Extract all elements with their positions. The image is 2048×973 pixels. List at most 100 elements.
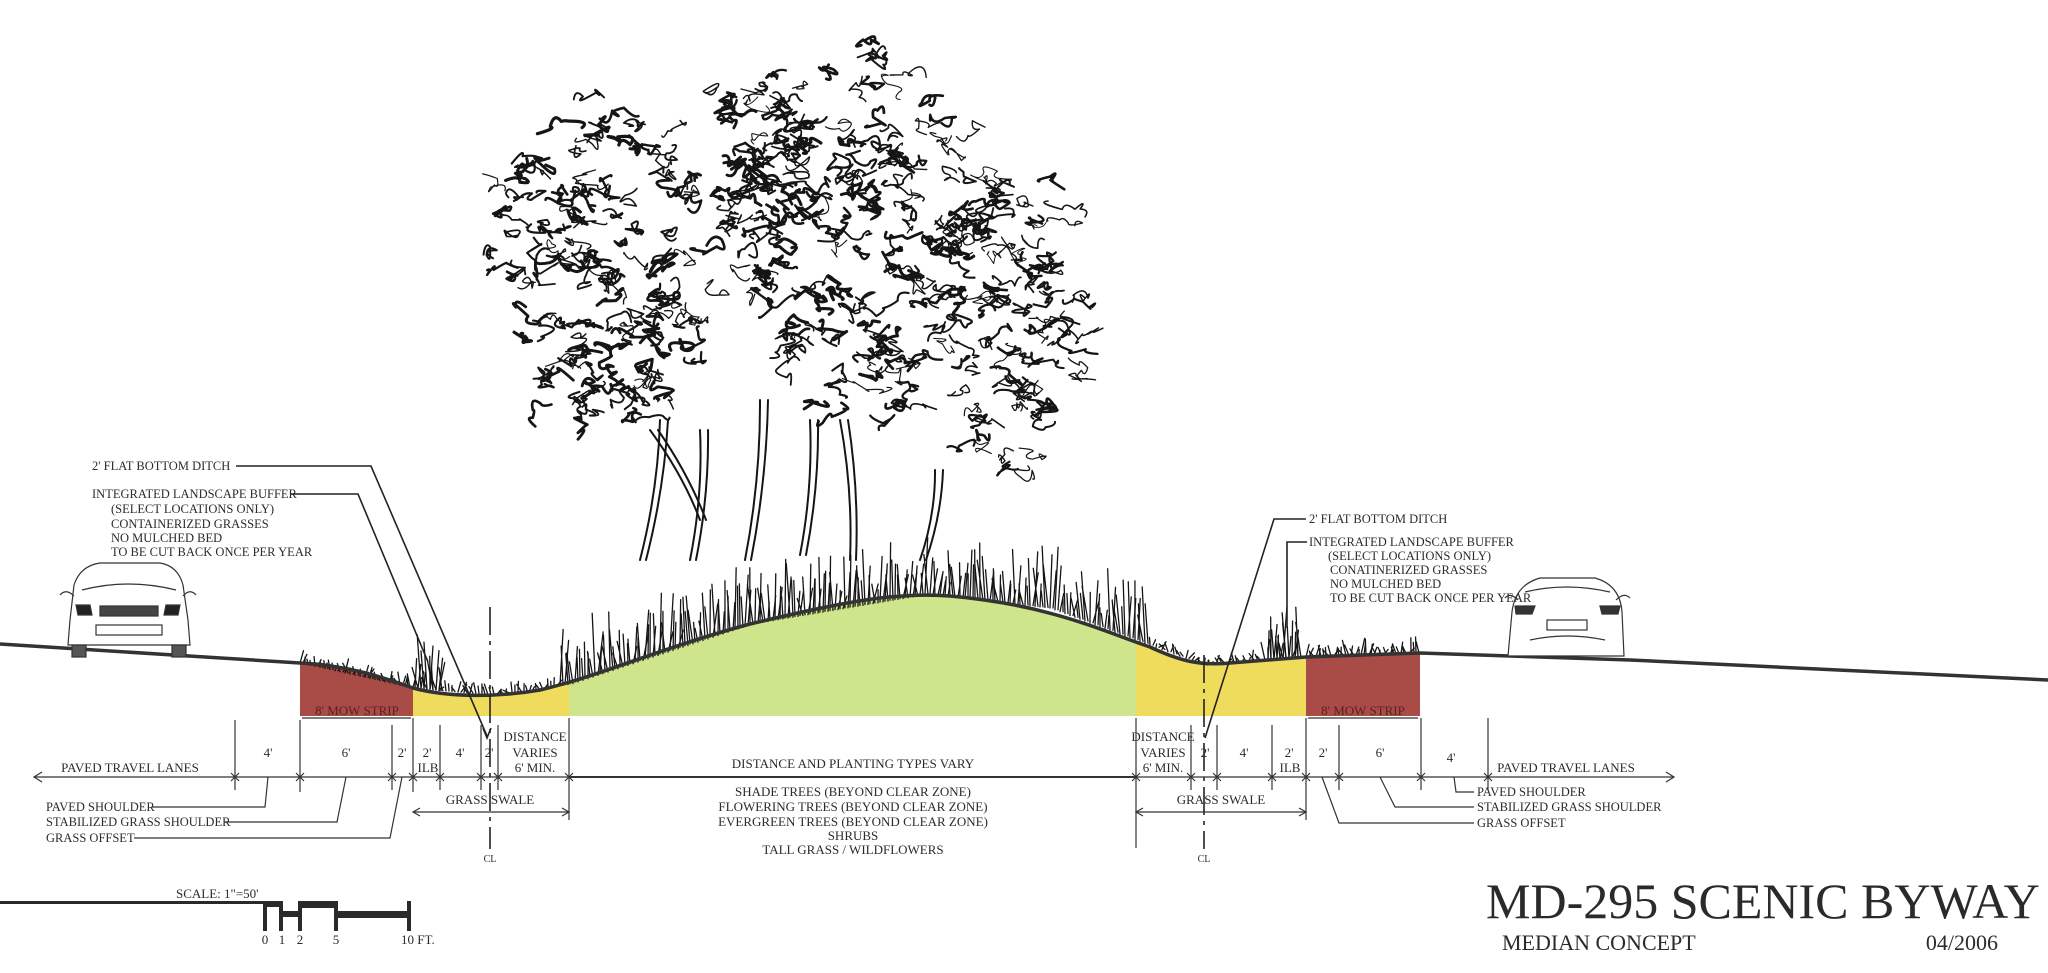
foliage-stroke	[944, 245, 959, 255]
foliage-stroke	[601, 271, 611, 292]
scale-label: SCALE: 1"=50'	[176, 886, 259, 901]
foliage-stroke	[642, 311, 665, 330]
foliage-stroke	[1021, 358, 1065, 370]
dimension-arrow-mark	[435, 772, 445, 782]
foliage-stroke	[661, 119, 687, 138]
foliage-stroke	[662, 293, 681, 309]
tree-trunk	[799, 419, 820, 556]
foliage-stroke	[933, 337, 955, 354]
foliage-stroke	[955, 226, 975, 246]
foliage-stroke	[821, 333, 841, 347]
foliage-stroke	[634, 357, 654, 374]
foliage-stroke	[972, 290, 992, 305]
foliage-stroke	[1067, 357, 1089, 380]
foliage-stroke	[791, 80, 809, 90]
dim-ditch-right: 2'	[1201, 745, 1210, 760]
foliage-stroke	[511, 300, 548, 326]
grass-tuft	[991, 568, 999, 603]
grass-tuft	[785, 563, 794, 618]
foliage-stroke	[1016, 195, 1034, 208]
grass-shoulder-label-left: STABILIZED GRASS SHOULDER	[46, 815, 231, 829]
grass-tuft	[462, 681, 468, 694]
grass-tuft	[1075, 581, 1084, 620]
foliage-stroke	[702, 82, 720, 96]
paved-shoulder-label-left: PAVED SHOULDER	[46, 800, 155, 814]
foliage-stroke	[610, 327, 653, 339]
foliage-stroke	[572, 415, 589, 441]
grass-tuft	[450, 684, 456, 693]
dimension-arrow-mark	[295, 772, 305, 782]
foliage-stroke	[946, 438, 976, 453]
foliage-stroke	[767, 254, 786, 268]
planting-list-item: FLOWERING TREES (BEYOND CLEAR ZONE)	[718, 799, 987, 814]
foliage-stroke	[1007, 379, 1035, 401]
foliage-stroke	[732, 147, 762, 172]
grass-tuft	[601, 634, 609, 673]
foliage-stroke	[1037, 318, 1054, 344]
foliage-stroke	[960, 212, 995, 225]
foliage-stroke	[826, 274, 854, 298]
dim-grass-offset-left: 2'	[398, 745, 407, 760]
foliage-stroke	[785, 156, 811, 173]
foliage-stroke	[955, 120, 986, 142]
foliage-stroke	[772, 211, 805, 227]
foliage-stroke	[725, 161, 768, 179]
foliage-stroke	[946, 384, 971, 397]
planting-list-item: SHADE TREES (BEYOND CLEAR ZONE)	[735, 784, 971, 799]
foliage-stroke	[619, 187, 638, 207]
foliage-stroke	[771, 257, 799, 270]
grass-tuft	[1041, 545, 1049, 609]
foliage-stroke	[689, 235, 726, 256]
foliage-stroke	[979, 293, 1011, 307]
foliage-stroke	[729, 189, 763, 207]
grass-tuft	[999, 574, 1004, 603]
foliage-stroke	[653, 393, 675, 410]
dim-paved-shoulder-left: 4'	[264, 745, 273, 760]
grass-tuft	[516, 680, 522, 692]
centerline-symbol-right: CL	[1198, 854, 1211, 865]
dim-distance-varies-left: DISTANCE	[503, 729, 566, 744]
dim-ditch-left: 2'	[485, 745, 494, 760]
foliage-stroke	[814, 294, 835, 316]
foliage-stroke	[1011, 302, 1033, 317]
ilb-callout-right-line: CONATINERIZED GRASSES	[1330, 563, 1487, 577]
grass-tuft	[1410, 637, 1415, 654]
foliage-stroke	[491, 204, 513, 219]
foliage-stroke	[932, 283, 956, 293]
foliage-stroke	[982, 281, 1009, 296]
grass-tuft	[1148, 636, 1157, 646]
foliage-stroke	[750, 132, 769, 145]
foliage-stroke	[893, 200, 913, 212]
grass-tuft	[976, 542, 984, 601]
grass-tuft	[923, 536, 929, 595]
grass-tuft	[685, 595, 694, 645]
foliage-stroke	[793, 140, 819, 153]
foliage-stroke	[925, 237, 944, 254]
grass-tuft	[1141, 586, 1149, 644]
foliage-stroke	[880, 172, 913, 187]
dim-distance-varies-right: VARIES	[1140, 745, 1185, 760]
foliage-stroke	[716, 198, 742, 212]
grass-tuft	[616, 629, 624, 668]
foliage-stroke	[825, 362, 848, 386]
ilb-callout-right-title: INTEGRATED LANDSCAPE BUFFER	[1309, 535, 1515, 549]
foliage-stroke	[1036, 172, 1066, 191]
grass-tuft	[1080, 571, 1089, 622]
foliage-stroke	[588, 121, 609, 139]
foliage-stroke	[981, 243, 1018, 261]
foliage-stroke	[550, 183, 569, 205]
grass-tuft	[682, 596, 689, 647]
foliage-stroke	[729, 157, 751, 179]
foliage-stroke	[1038, 289, 1065, 298]
foliage-stroke	[791, 206, 825, 220]
foliage-stroke	[566, 206, 589, 226]
foliage-stroke	[620, 406, 643, 424]
foliage-stroke	[565, 318, 596, 329]
foliage-stroke	[618, 338, 633, 351]
foliage-stroke	[774, 329, 796, 340]
foliage-stroke	[918, 93, 945, 108]
foliage-stroke	[929, 131, 953, 145]
dim-distance-varies-left: 6' MIN.	[515, 760, 556, 775]
foliage-stroke	[766, 180, 794, 196]
